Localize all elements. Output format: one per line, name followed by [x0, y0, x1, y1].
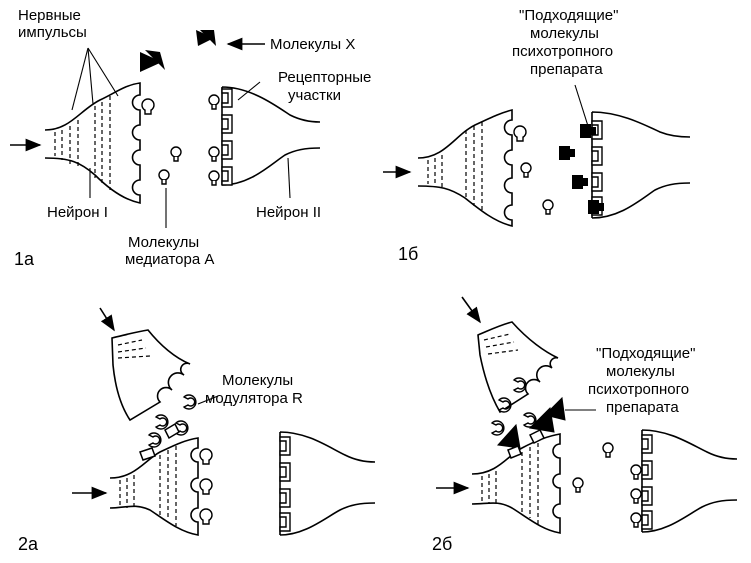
label-drug2-2: молекулы [606, 363, 675, 380]
label-drug-2: молекулы [530, 25, 599, 42]
label-drug-4: препарата [530, 61, 603, 78]
label-modulator-2: модулятора R [205, 390, 303, 407]
modulator-neuron-2b-body [477, 321, 559, 414]
label-molecules-x: Молекулы X [270, 36, 355, 53]
label-modulator-1: Молекулы [222, 372, 293, 389]
label-mediator-2: медиатора А [125, 251, 214, 268]
molecule-x-icon [140, 30, 216, 72]
panel-1b: "Подходящие" молекулы психотропного преп… [383, 7, 691, 264]
drug-triangle-icon [496, 423, 521, 449]
panel-label-2b: 2б [432, 534, 452, 554]
panel-1a: Нервные импульсы Молекулы X Рецепторные … [10, 7, 371, 269]
panel-2a: Молекулы модулятора R 2а [18, 307, 376, 554]
neuron-2b-body [591, 111, 691, 219]
label-drug-1: "Подходящие" [519, 7, 618, 24]
label-receptor-sites-1: Рецепторные [278, 69, 371, 86]
label-mediator-1: Молекулы [128, 234, 199, 251]
neuron-1-2a-body [109, 437, 199, 536]
neuron-1-vesicles [54, 96, 111, 190]
label-nerve-impulses-1: Нервные [18, 7, 81, 24]
neuron-1b-body [417, 108, 513, 228]
label-drug-3: психотропного [512, 43, 613, 60]
label-neuron-2: Нейрон II [256, 204, 321, 221]
panel-label-2a: 2а [18, 534, 39, 554]
label-drug2-3: психотропного [588, 381, 689, 398]
panel-2b: "Подходящие" молекулы психотропного преп… [432, 296, 738, 554]
bound-mediator [141, 98, 155, 115]
label-nerve-impulses-2: импульсы [18, 24, 87, 41]
neuron-2-2b-body [641, 429, 738, 533]
receptor-sites [221, 88, 233, 186]
neuron-1-body [44, 82, 141, 204]
neuron-2-2a-body [279, 431, 376, 536]
label-drug2-1: "Подходящие" [596, 345, 695, 362]
label-neuron-1: Нейрон I [47, 204, 108, 221]
label-drug2-4: препарата [606, 399, 679, 416]
modulator-neuron-body [111, 329, 191, 422]
label-receptor-sites-2: участки [288, 87, 341, 104]
panel-label-1b: 1б [398, 244, 418, 264]
panel-label-1a: 1а [14, 249, 35, 269]
